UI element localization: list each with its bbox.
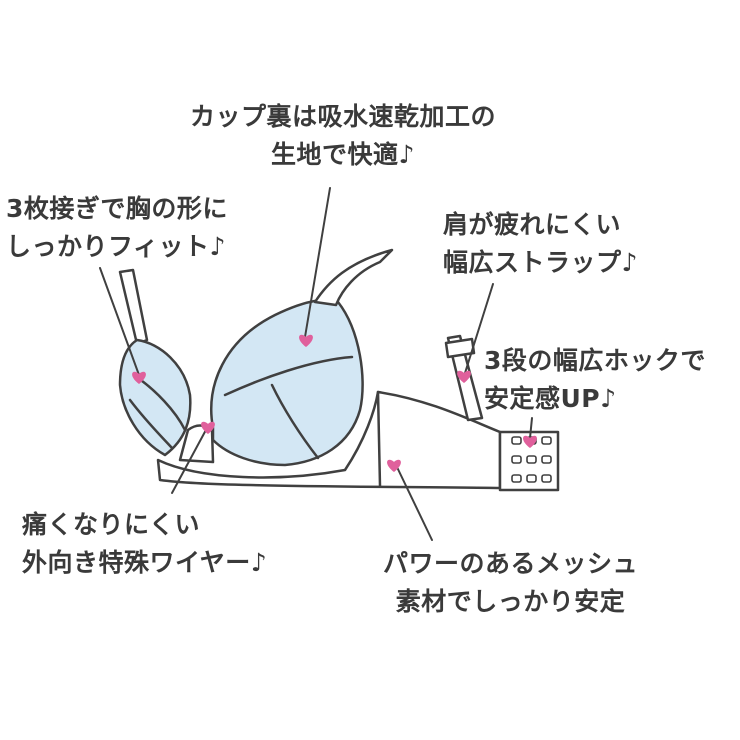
callout-three-piece: 3枚接ぎで胸の形に しっかりフィット♪: [6, 190, 228, 266]
callout-text: 幅広ストラップ♪: [443, 248, 638, 277]
callout-text: しっかりフィット♪: [6, 232, 226, 261]
hook-eye: [511, 436, 522, 445]
hook-eye: [526, 474, 537, 483]
right-cup: [210, 298, 364, 467]
leader-line-hook: [529, 417, 533, 439]
left-strap: [118, 268, 149, 346]
heart-icon-cup-lining: [299, 334, 313, 347]
band-side-seam: [376, 390, 382, 488]
callout-hook: 3段の幅広ホックで 安定感UP♪: [484, 342, 706, 418]
right-cup-seam-2: [270, 383, 320, 460]
leader-line-cup-lining: [304, 187, 331, 338]
callout-text: 肩が疲れにくい: [443, 210, 622, 239]
heart-icon-strap: [457, 370, 471, 383]
hook-eye: [526, 455, 537, 464]
callout-text: カップ裏は吸水速乾加工の: [190, 102, 497, 131]
right-cup-seam: [223, 355, 354, 397]
leader-line-three-piece: [99, 267, 140, 376]
left-cup-seam: [136, 376, 187, 432]
left-cup: [118, 338, 192, 457]
left-cup-seam-2: [128, 398, 174, 450]
callout-text: 痛くなりにくい: [22, 510, 201, 539]
callout-text: 安定感UP♪: [484, 384, 617, 413]
callout-cup-lining: カップ裏は吸水速乾加工の 生地で快適♪: [190, 98, 496, 174]
strap-adjuster: [444, 337, 476, 359]
callout-text: 3枚接ぎで胸の形に: [6, 194, 228, 223]
heart-icon-mesh: [387, 459, 401, 472]
leader-line-wire: [171, 427, 208, 494]
callout-text: 素材でしっかり安定: [395, 587, 626, 616]
heart-icon-wire: [201, 421, 215, 434]
hook-eye: [511, 474, 522, 483]
hook-eye: [541, 474, 552, 483]
callout-mesh: パワーのあるメッシュ 素材でしっかり安定: [383, 545, 638, 621]
hook-eye: [541, 436, 552, 445]
callout-text: 外向き特殊ワイヤー♪: [22, 548, 268, 577]
callout-strap: 肩が疲れにくい 幅広ストラップ♪: [443, 206, 638, 282]
callout-text: パワーのあるメッシュ: [383, 549, 639, 578]
leader-line-strap: [464, 283, 494, 374]
callout-text: 3段の幅広ホックで: [484, 346, 706, 375]
callout-wire: 痛くなりにくい 外向き特殊ワイヤー♪: [22, 506, 267, 582]
callout-text: 生地で快適♪: [271, 140, 415, 169]
hook-eye: [541, 455, 552, 464]
leader-line-mesh: [395, 464, 433, 541]
hook-eye: [511, 455, 522, 464]
right-strap: [313, 248, 394, 307]
heart-icon-three-piece: [132, 371, 146, 384]
heart-icon-hook: [523, 435, 537, 448]
